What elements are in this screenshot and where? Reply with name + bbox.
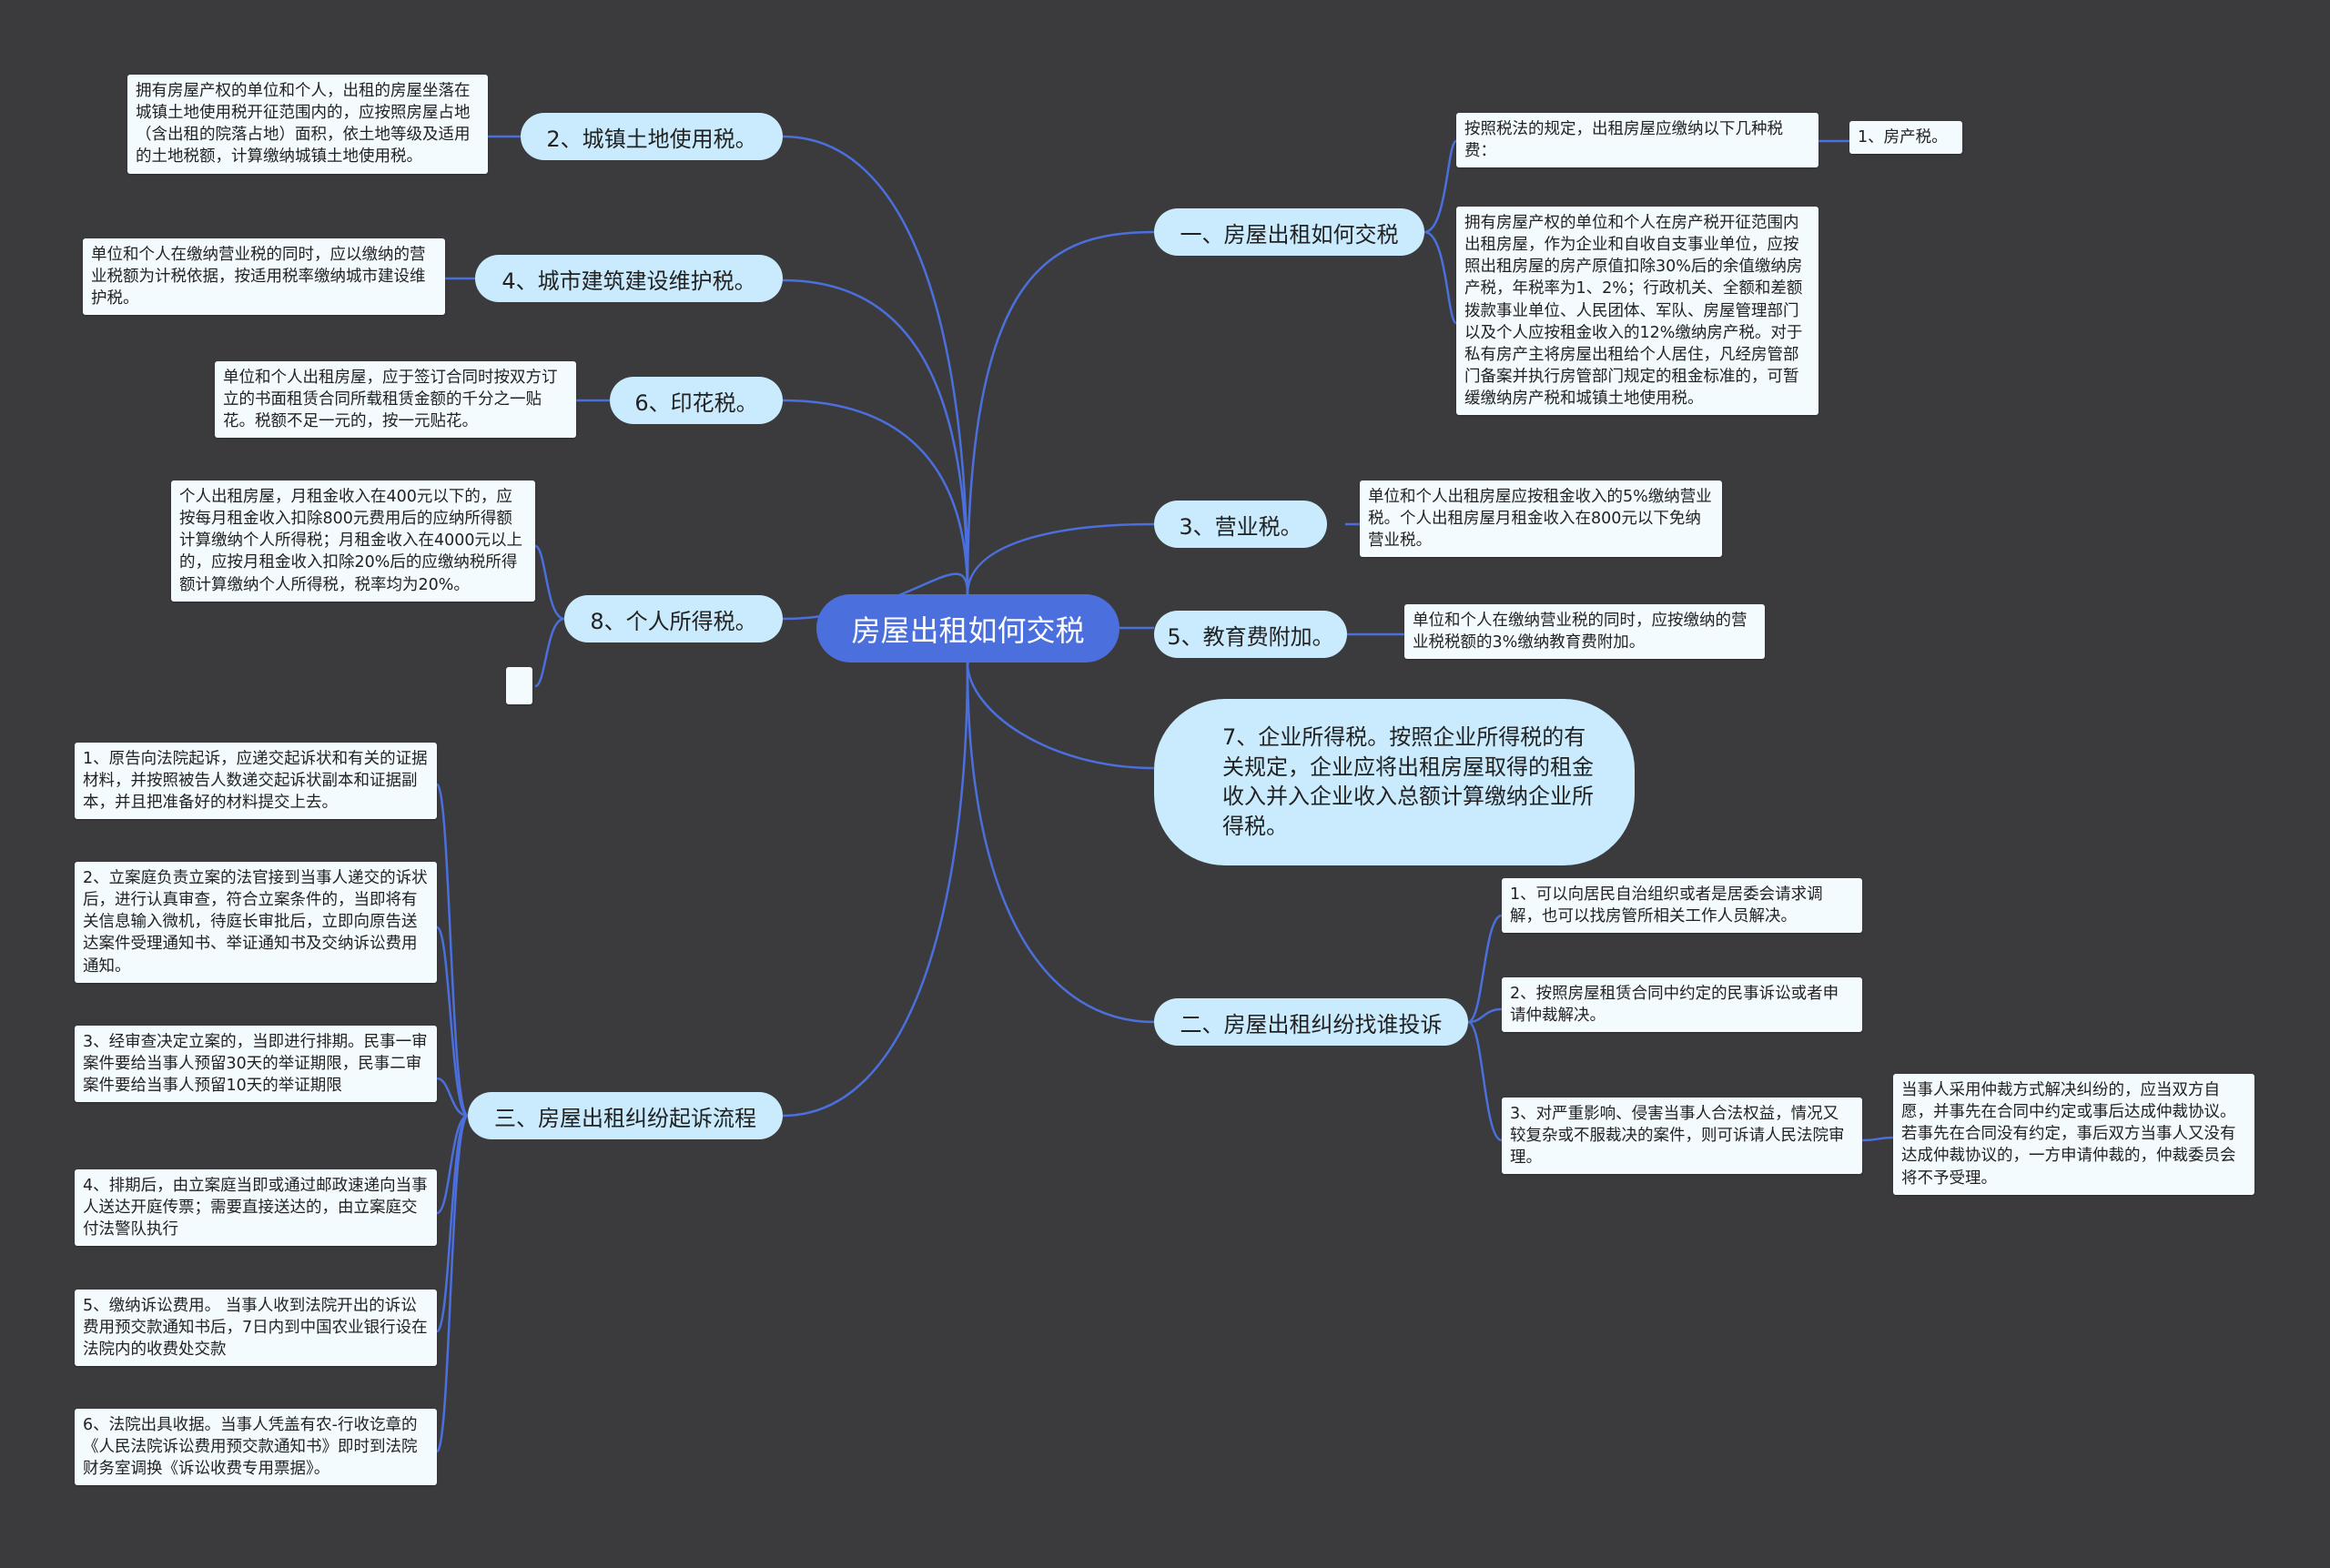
root-topic[interactable]: 房屋出租如何交税 [816,594,1119,663]
leaf-lawsuit-step-1: 1、原告向法院起诉，应递交起诉状和有关的证据材料，并按照被告人数递交起诉状副本和… [75,743,437,820]
branch-business-tax[interactable]: 3、营业税。 [1154,501,1327,548]
branch-city-construction-tax[interactable]: 4、城市建筑建设维护税。 [475,255,783,302]
leaf-education-surcharge-detail: 单位和个人在缴纳营业税的同时，应按缴纳的营业税税额的3%缴纳教育费附加。 [1404,604,1765,660]
leaf-lawsuit-step-2: 2、立案庭负责立案的法官接到当事人递交的诉状后，进行认真审查，符合立案条件的，当… [75,862,437,983]
branch-how-to-pay-tax[interactable]: 一、房屋出租如何交税 [1154,208,1424,256]
leaf-personal-income-tax-detail: 个人出租房屋，月租金收入在400元以下的，应按每月租金收入扣除800元费用后的应… [171,481,535,602]
leaf-empty [506,667,532,704]
branch-lawsuit-procedure[interactable]: 三、房屋出租纠纷起诉流程 [468,1092,783,1139]
branch-education-surcharge[interactable]: 5、教育费附加。 [1154,611,1347,658]
branch-personal-income-tax[interactable]: 8、个人所得税。 [564,595,783,642]
leaf-urban-land-use-tax-detail: 拥有房屋产权的单位和个人，出租的房屋坐落在城镇土地使用税开征范围内的，应按照房屋… [127,75,488,174]
branch-urban-land-use-tax[interactable]: 2、城镇土地使用税。 [521,113,783,160]
leaf-city-construction-tax-detail: 单位和个人在缴纳营业税的同时，应以缴纳的营业税额为计税依据，按适用税率缴纳城市建… [83,238,445,316]
leaf-lawsuit-step-3: 3、经审查决定立案的，当即进行排期。民事一审案件要给当事人预留30天的举证期限，… [75,1026,437,1103]
leaf-lawsuit-step-6: 6、法院出具收据。当事人凭盖有农-行收讫章的《人民法院诉讼费用预交款通知书》即时… [75,1409,437,1486]
leaf-property-tax-detail: 拥有房屋产权的单位和个人在房产税开征范围内出租房屋，作为企业和自收自支事业单位，… [1456,207,1818,416]
branch-dispute-complaint[interactable]: 二、房屋出租纠纷找谁投诉 [1154,998,1468,1046]
branch-corporate-income-tax[interactable]: 7、企业所得税。按照企业所得税的有关规定，企业应将出租房屋取得的租金收入并入企业… [1154,699,1635,865]
leaf-dispute-option-3: 3、对严重影响、侵害当事人合法权益，情况又较复杂或不服裁决的案件，则可诉请人民法… [1502,1098,1862,1175]
leaf-stamp-duty-detail: 单位和个人出租房屋，应于签订合同时按双方订立的书面租赁合同所载租赁金额的千分之一… [215,361,576,439]
branch-stamp-duty[interactable]: 6、印花税。 [610,377,783,424]
leaf-tax-types-intro: 按照税法的规定，出租房屋应缴纳以下几种税费： [1456,113,1818,168]
leaf-dispute-option-2: 2、按照房屋租赁合同中约定的民事诉讼或者申请仲裁解决。 [1502,977,1862,1033]
leaf-business-tax-detail: 单位和个人出租房屋应按租金收入的5%缴纳营业税。个人出租房屋月租金收入在800元… [1360,481,1722,558]
leaf-lawsuit-step-4: 4、排期后，由立案庭当即或通过邮政速递向当事人送达开庭传票；需要直接送达的，由立… [75,1169,437,1247]
leaf-dispute-option-1: 1、可以向居民自治组织或者是居委会请求调解，也可以找房管所相关工作人员解决。 [1502,878,1862,934]
leaf-arbitration-detail: 当事人采用仲裁方式解决纠纷的，应当双方自愿，并事先在合同中约定或事后达成仲裁协议… [1893,1074,2254,1195]
leaf-lawsuit-step-5: 5、缴纳诉讼费用。 当事人收到法院开出的诉讼费用预交款通知书后，7日内到中国农业… [75,1290,437,1367]
leaf-property-tax: 1、房产税。 [1849,121,1962,155]
